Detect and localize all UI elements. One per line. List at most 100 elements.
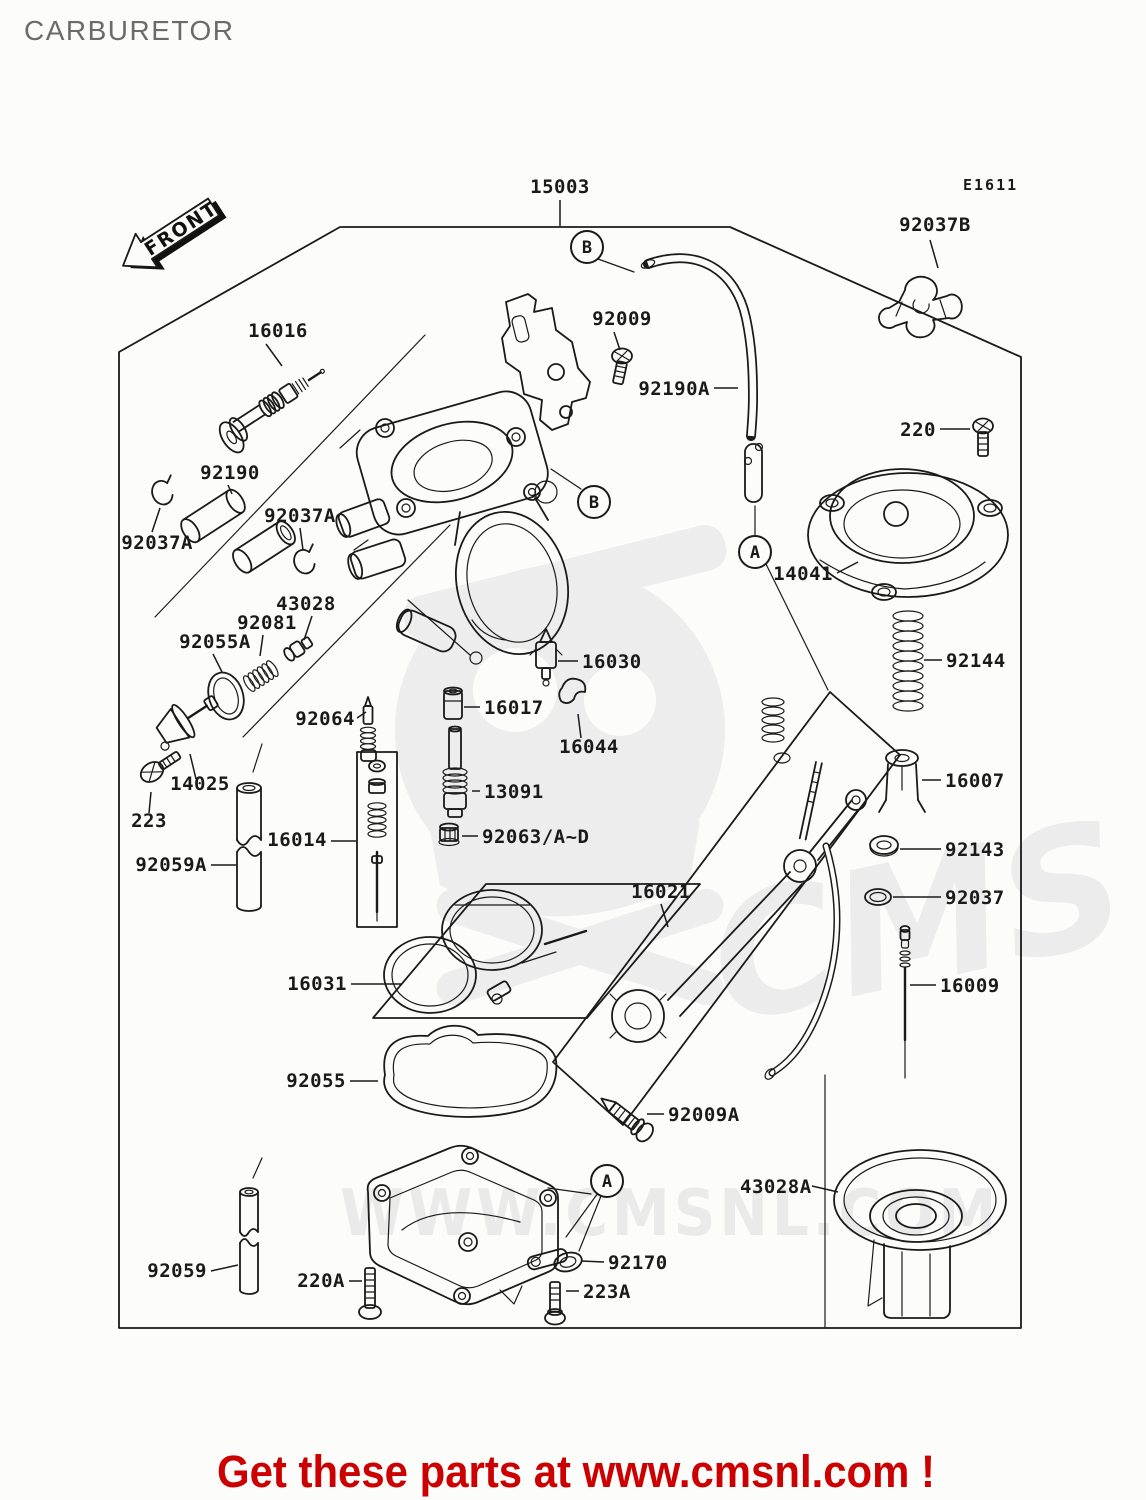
part-14041-cover [807, 468, 1009, 601]
svg-text:A: A [750, 543, 760, 563]
part-label-92081: 92081 [237, 612, 297, 634]
part-16021-float-assembly [609, 697, 867, 1080]
leader-line-92170 [580, 1260, 605, 1263]
part-label-92170: 92170 [608, 1252, 668, 1274]
part-label-92190A: 92190A [638, 378, 710, 400]
leader-line-43028 [303, 615, 313, 641]
part-13091-jet [442, 725, 468, 818]
part-label-16021: 16021 [631, 881, 691, 903]
part-label-15003: 15003 [530, 176, 590, 198]
leader-line-14041 [836, 561, 859, 574]
page-title: CARBURETOR [24, 15, 235, 46]
part-92190a-hose [640, 253, 764, 503]
cms-watermark: CMS WWW.CMSNL.COM [340, 525, 1142, 1251]
part-mounting-bracket [501, 293, 591, 431]
part-labels-layer: 1500392037B160169200992190A2209219092037… [121, 176, 1005, 1303]
part-label-92037B: 92037B [899, 214, 971, 236]
diagram-code: E1611 [963, 176, 1018, 194]
part-92064-screw [359, 696, 377, 762]
leader-line-16021 [660, 903, 669, 928]
part-92143-washer [869, 835, 899, 857]
part-92063-main-jet [438, 822, 460, 847]
part-label-92055: 92055 [286, 1070, 346, 1092]
part-92190-tube [180, 488, 246, 544]
leader-line-92037B [929, 239, 939, 269]
part-label-92037A: 92037A [264, 505, 336, 527]
part-220a-screw [358, 1267, 382, 1320]
part-carburetor-body [335, 390, 570, 665]
svg-text:B: B [589, 493, 599, 513]
leader-line-92055A [212, 653, 223, 673]
part-220-screw [972, 417, 994, 457]
part-16017-sleeve [443, 686, 463, 720]
part-label-220: 220 [900, 419, 936, 441]
part-label-223: 223 [131, 810, 167, 832]
part-92009a-drain-screw [600, 1097, 654, 1143]
part-92144-spring [892, 610, 924, 712]
part-92037a-clip-right [293, 543, 316, 575]
part-43028a-diaphragm [833, 1149, 1007, 1319]
diagram-border [118, 226, 1022, 1329]
svg-text:B: B [582, 238, 592, 258]
front-arrow: FRONT [122, 197, 227, 270]
part-label-16030: 16030 [582, 651, 642, 673]
box-16014 [356, 751, 398, 928]
part-label-223A: 223A [583, 1281, 631, 1303]
part-16030-needle-valve [529, 628, 563, 687]
leader-line-92190 [227, 484, 233, 495]
part-92037-oring [864, 888, 892, 906]
part-92190-tube-2 [232, 520, 296, 574]
leader-line-92037A [151, 507, 161, 533]
part-label-16044: 16044 [559, 736, 619, 758]
part-92037a-clip-left [151, 474, 174, 506]
ref-bubble-A-3: A [590, 1164, 624, 1198]
part-92037b-clamp [878, 275, 963, 339]
part-92055-gasket [383, 1024, 558, 1118]
leader-line-223 [148, 791, 152, 814]
part-16031-slide-set [383, 889, 588, 1014]
leader-line-16016 [265, 343, 283, 367]
part-label-92009: 92009 [592, 308, 652, 330]
part-label-13091: 13091 [484, 781, 544, 803]
part-16044-clip [558, 677, 587, 704]
ref-bubble-B-1: B [577, 485, 611, 519]
footer-promo-text: Get these parts at www.cmsnl.com ! [217, 1446, 935, 1497]
part-label-92190: 92190 [200, 462, 260, 484]
part-label-92063/A~D: 92063/A~D [482, 826, 589, 848]
part-16014-needle-set [367, 759, 387, 922]
part-43028 [283, 636, 314, 662]
leader-line-92059 [210, 1264, 239, 1272]
part-label-92009A: 92009A [668, 1104, 740, 1126]
part-label-16014: 16014 [267, 829, 327, 851]
part-label-92143: 92143 [945, 839, 1005, 861]
box-16031 [372, 883, 701, 1019]
leader-line-92037A [299, 527, 304, 551]
structure-lines [154, 258, 829, 1329]
part-label-16031: 16031 [287, 973, 347, 995]
part-label-43028: 43028 [276, 593, 336, 615]
part-label-92037: 92037 [945, 887, 1005, 909]
part-label-14041: 14041 [773, 563, 833, 585]
part-223-screw [139, 751, 182, 783]
part-16016-choke-cable [218, 368, 325, 454]
part-label-92144: 92144 [946, 650, 1006, 672]
watermark-url-text: WWW.CMSNL.COM [340, 1177, 1000, 1251]
leader-line-92081 [259, 634, 264, 657]
leader-line-14025 [189, 753, 197, 780]
part-label-92059A: 92059A [135, 854, 207, 876]
ref-bubbles-layer: B B A A [570, 230, 772, 1198]
watermark-logo-text: CMS [694, 783, 1142, 1063]
part-label-92064: 92064 [295, 708, 355, 730]
svg-text:A: A [602, 1172, 612, 1192]
part-label-92055A: 92055A [179, 631, 251, 653]
part-label-16007: 16007 [945, 770, 1005, 792]
leader-line-16044 [577, 713, 582, 739]
part-label-16017: 16017 [484, 697, 544, 719]
front-arrow-label: FRONT [141, 197, 222, 260]
part-92009-screw [611, 347, 633, 386]
part-label-16009: 16009 [940, 975, 1000, 997]
part-92059-tube [239, 1157, 263, 1295]
ref-bubble-A-2: A [738, 535, 772, 569]
part-16007-clip [878, 749, 926, 813]
